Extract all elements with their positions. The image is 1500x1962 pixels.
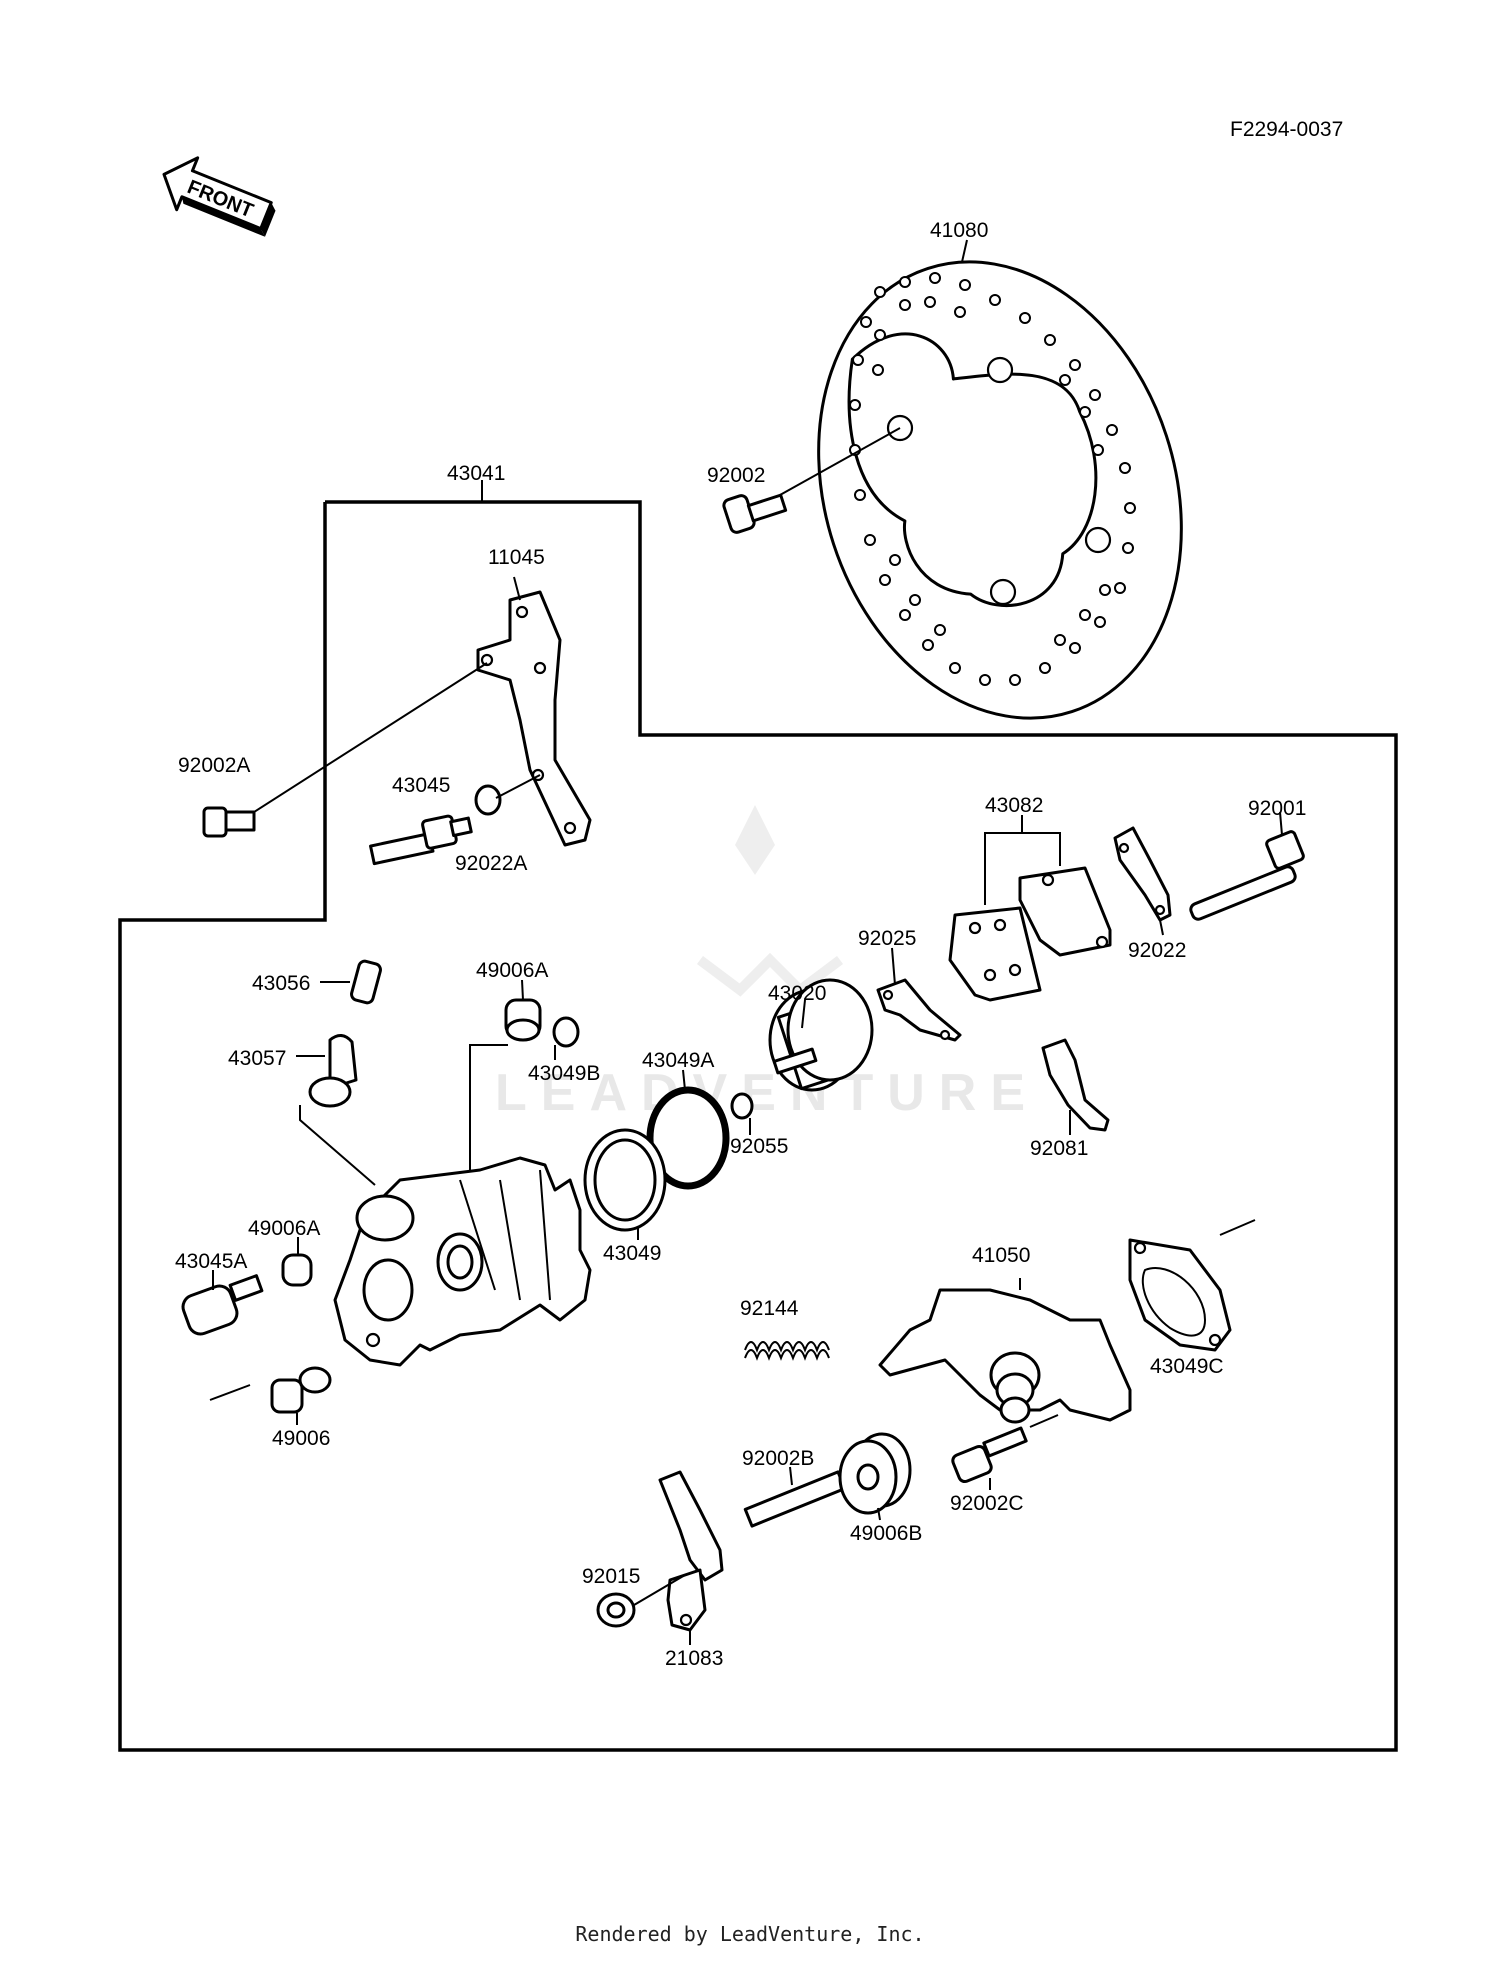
label-43049: 43049 (603, 1242, 661, 1265)
label-49006A-left: 49006A (248, 1217, 320, 1240)
clip-92022A (474, 774, 541, 816)
seal-43049A (646, 1069, 730, 1190)
label-92022: 92022 (1128, 939, 1186, 962)
stud-92002B (743, 1466, 847, 1528)
label-43057: 43057 (228, 1047, 286, 1070)
diagram-id: F2294-0037 (1230, 118, 1343, 141)
label-49006B: 49006B (850, 1522, 922, 1545)
caliper-holder-41050 (878, 1219, 1256, 1424)
clip-92022 (1113, 826, 1172, 936)
assembly-43041-outline (118, 500, 1398, 1752)
label-43045A: 43045A (175, 1250, 247, 1273)
label-92055: 92055 (730, 1135, 788, 1158)
watermark-text: LEADVENTURE (495, 1064, 1039, 1122)
label-92022A: 92022A (455, 852, 527, 875)
label-92025: 92025 (858, 927, 916, 950)
label-92144: 92144 (740, 1297, 799, 1320)
seal-43049 (583, 1128, 667, 1240)
leader-41080 (961, 239, 968, 263)
front-arrow-icon: FRONT (162, 156, 276, 237)
label-92081: 92081 (1030, 1137, 1088, 1160)
spring-92081 (1041, 1038, 1110, 1135)
bolt-92002 (722, 427, 901, 534)
bolt-92002C (951, 1414, 1059, 1490)
footer-credit: Rendered by LeadVenture, Inc. (575, 1922, 925, 1946)
label-43041: 43041 (447, 462, 505, 485)
spring-92144 (744, 1341, 830, 1361)
label-43049C: 43049C (1150, 1355, 1224, 1378)
bushing-49006A-left (281, 1237, 313, 1287)
label-41080: 41080 (930, 219, 988, 242)
pin-43045A (181, 1270, 264, 1336)
label-43082: 43082 (985, 794, 1043, 817)
label-49006: 49006 (272, 1427, 330, 1450)
part-labels: 41080 92002 43041 11045 92002A 43045 920… (175, 219, 1306, 1670)
label-43056: 43056 (252, 972, 310, 995)
piston-43020 (768, 978, 874, 1092)
bushing-49006 (209, 1366, 332, 1425)
label-43049A: 43049A (642, 1049, 714, 1072)
label-49006A-top: 49006A (476, 959, 548, 982)
label-43020: 43020 (768, 982, 826, 1005)
gasket-43049C (1128, 1238, 1232, 1352)
label-92002B: 92002B (742, 1447, 814, 1470)
label-92001: 92001 (1248, 797, 1306, 820)
brake-disc-41080 (817, 260, 1183, 720)
ring-92055 (730, 1092, 754, 1135)
bolt-92002A (202, 662, 488, 838)
pin-92001 (1189, 811, 1305, 921)
spring-plate-92025 (876, 947, 962, 1042)
lever-21083 (658, 1470, 724, 1645)
bracket-11045 (476, 576, 592, 847)
label-11045: 11045 (488, 546, 545, 569)
label-92015: 92015 (582, 1565, 640, 1588)
pin-43045 (369, 814, 473, 866)
label-43045: 43045 (392, 774, 450, 797)
cap-43057 (296, 1034, 376, 1186)
washer-43049B (552, 1016, 580, 1060)
bleed-valve-43056 (320, 959, 382, 1005)
brake-pads-43082 (948, 815, 1112, 1002)
disc-vent-holes (849, 272, 1136, 686)
label-92002C: 92002C (950, 1492, 1024, 1515)
roller-49006B (838, 1432, 912, 1521)
watermark: LEADVENTURE (495, 805, 1039, 1122)
caliper-body (333, 1156, 592, 1367)
label-92002A: 92002A (178, 754, 250, 777)
leader-49006A-top (469, 1044, 508, 1205)
label-21083: 21083 (665, 1647, 723, 1670)
bushing-49006A-top (504, 979, 542, 1042)
label-41050: 41050 (972, 1244, 1030, 1267)
label-92002: 92002 (707, 464, 765, 487)
label-43049B: 43049B (528, 1062, 600, 1085)
nut-92015 (596, 1574, 686, 1628)
